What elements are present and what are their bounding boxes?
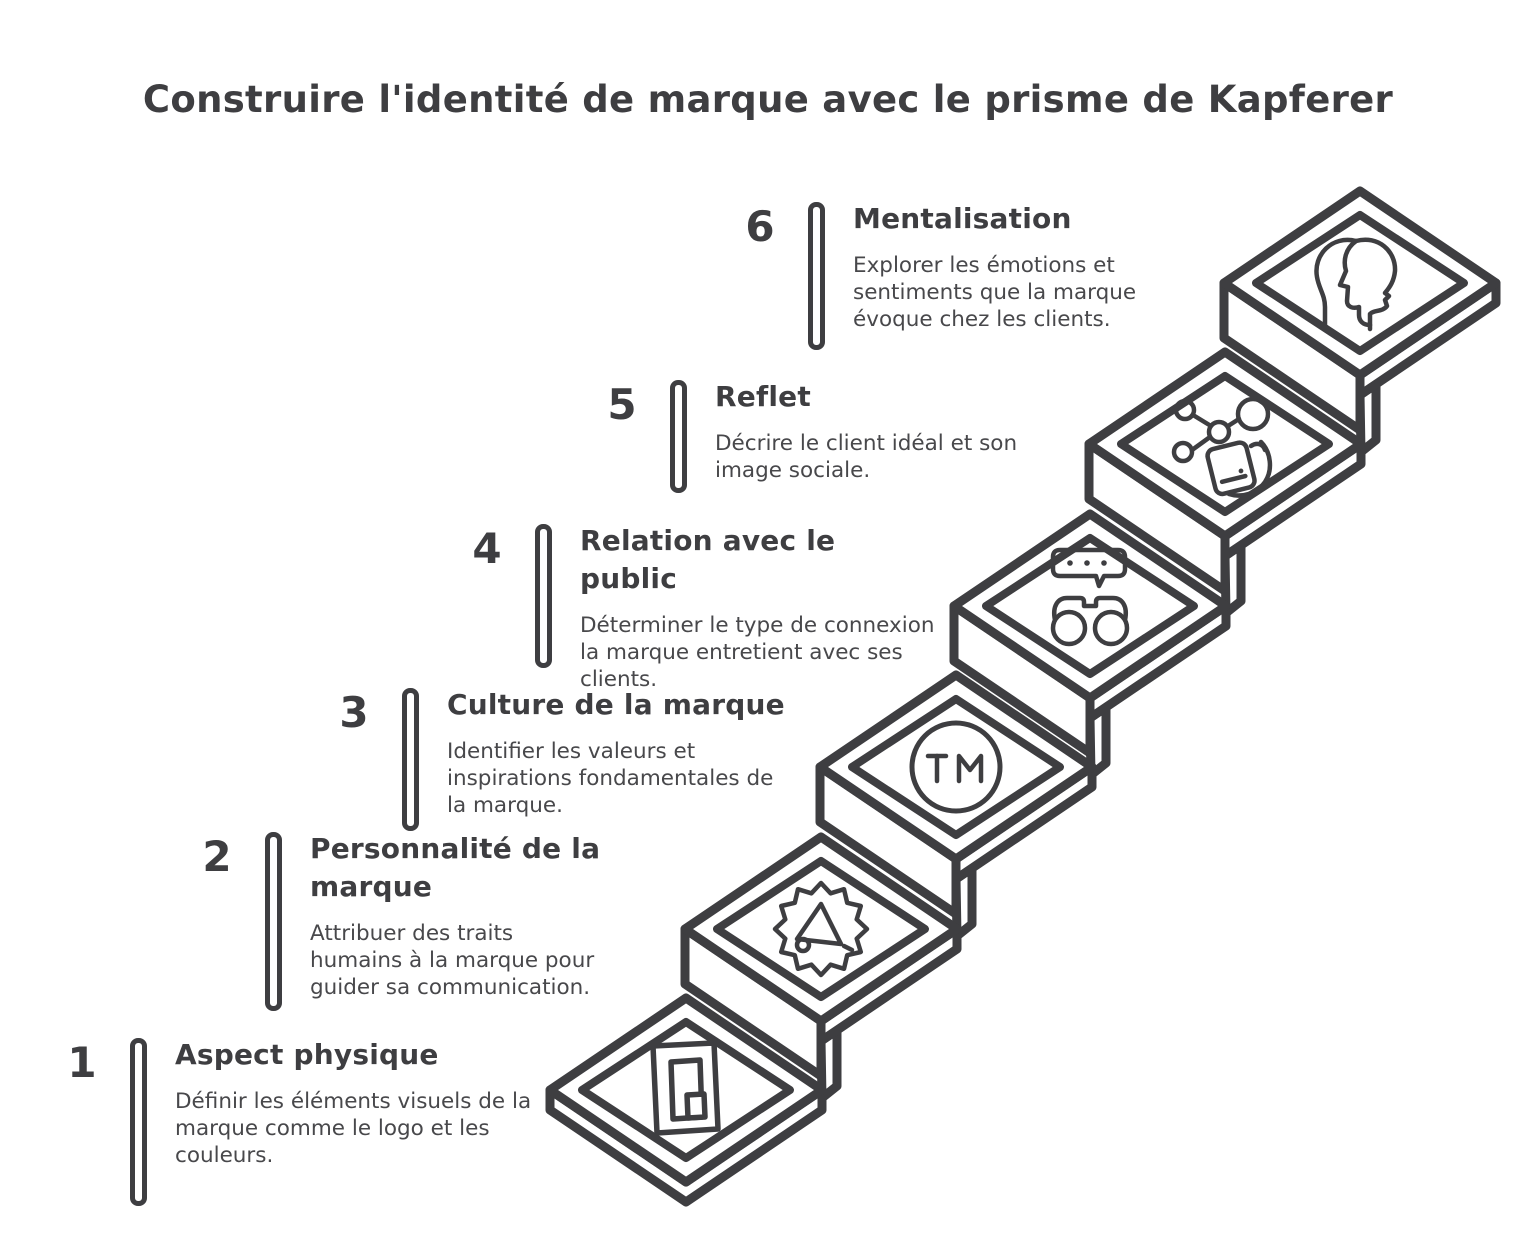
step-description: Déterminer le type de connexion la marqu… [580,612,935,692]
step-title: Personnalité de la marque [310,832,601,903]
step-title: Culture de la marque [447,688,785,721]
step-4-platform [949,509,1231,780]
step-6-platform [1219,186,1501,457]
step-block-4: 4 Relation avec le public Déterminer le … [455,522,942,693]
step-title: Aspect physique [175,1038,439,1071]
megaphone-burst-icon [772,880,870,978]
step-bar [808,202,825,350]
step-block-3: 3 Culture de la marque Identifier les va… [322,686,792,831]
step-bar [130,1038,147,1206]
step-5-platform [1084,347,1366,618]
step-block-1: 1 Aspect physique Définir les éléments v… [50,1036,535,1206]
step-description: Identifier les valeurs et inspirations f… [447,738,774,818]
binoculars-chat-icon [1050,547,1130,647]
step-description: Attribuer des traits humains à la marque… [310,920,595,1000]
step-block-5: 5 Reflet Décrire le client idéal et son … [590,378,1045,493]
step-description: Définir les éléments visuels de la marqu… [175,1088,532,1168]
trademark-icon [909,720,1003,814]
step-bar [265,832,282,1011]
step-number: 2 [202,832,232,881]
step-number: 4 [472,524,502,573]
step-number: 3 [339,688,369,737]
step-block-2: 2 Personnalité de la marque Attribuer de… [185,830,612,1011]
step-title: Mentalisation [853,202,1072,235]
phone-network-icon [1171,396,1273,498]
profile-heads-icon [1314,237,1398,332]
step-title: Reflet [715,380,811,413]
step-bar [535,524,552,668]
step-block-6: 6 Mentalisation Explorer les émotions et… [728,200,1165,350]
step-2-platform [680,832,962,1103]
step-1-platform [545,993,827,1207]
step-number: 5 [607,380,637,429]
step-description: Décrire le client idéal et son image soc… [715,430,1018,483]
logo-frames-icon [650,1040,721,1136]
step-bar [670,380,687,493]
step-3-platform [815,670,1097,941]
step-description: Explorer les émotions et sentiments que … [853,252,1137,332]
step-title: Relation avec le public [580,524,836,595]
step-bar [402,688,419,831]
page-title: Construire l'identité de marque avec le … [142,78,1394,121]
step-number: 1 [67,1038,97,1087]
step-number: 6 [745,202,775,251]
